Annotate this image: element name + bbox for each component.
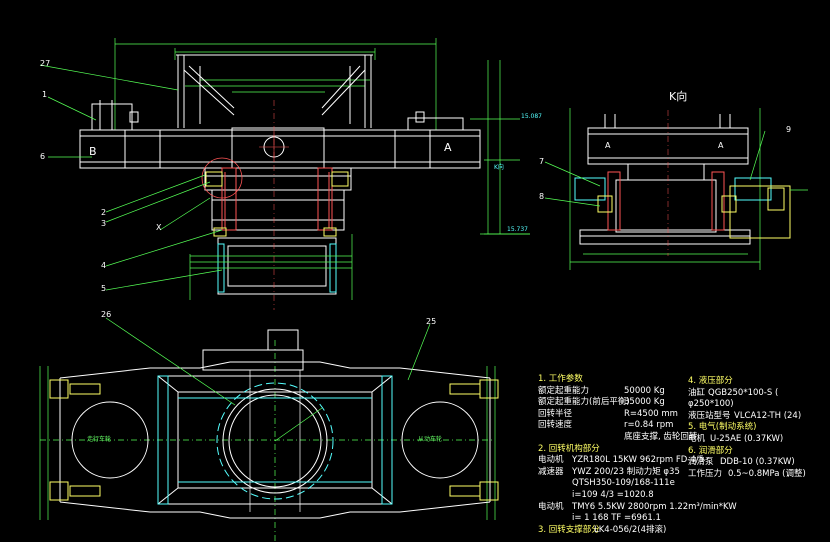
plan-view xyxy=(39,317,499,542)
side-label-a-k2: A xyxy=(718,141,724,150)
spec-key: 额定起重能力 xyxy=(538,385,590,396)
spec-row: 回转速度 r=0.84 rpm xyxy=(538,420,737,432)
spec-row: 减速器 YWZ 200/23 制动力矩 φ35 xyxy=(538,467,737,479)
spec-row: 5. 电气(制动系统) xyxy=(688,422,806,434)
spec-value: DDB-10 (0.37KW) xyxy=(720,457,795,468)
part-number-2: 2 xyxy=(101,208,107,217)
part-number-26: 26 xyxy=(101,310,112,319)
spec-key: 5. 电气(制动系统) xyxy=(688,422,757,433)
spec-value: U-25AE (0.37KW) xyxy=(710,433,784,444)
part-number-27: 27 xyxy=(40,59,51,68)
spec-value: QGB250*100-S ( xyxy=(708,387,779,398)
spec-key: 电动机 xyxy=(538,501,564,512)
spec-key: 回转速度 xyxy=(538,420,573,431)
spec-value: 35000 Kg xyxy=(624,397,665,408)
spec-key: 油缸 xyxy=(688,387,706,398)
spec-row: i= 1 168 TF =6961.1 xyxy=(538,513,737,525)
spec-key: 液压站型号 xyxy=(688,410,731,421)
k-direction-view xyxy=(544,108,808,270)
k-direction-mark: K向 xyxy=(494,164,504,171)
part-number-6: 6 xyxy=(40,152,46,161)
spec-value: φ250*100) xyxy=(688,399,734,410)
spec-row: 回转半径 R=4500 mm xyxy=(538,409,737,421)
spec-value: YWZ 200/23 制动力矩 φ35 xyxy=(572,466,680,477)
spec-row: 3. 回转支撑部分LK4-056/2(4排滚) xyxy=(538,525,737,537)
spec-value: 50000 Kg xyxy=(624,385,665,396)
spec-value: YZR180L 15KW 962rpm FD-4/5 xyxy=(572,455,705,466)
circle-label-right: 从动车轮 xyxy=(418,436,443,443)
spec-row: 电机 U-25AE (0.37KW) xyxy=(688,434,806,446)
spec-key: 回转半径 xyxy=(538,408,573,419)
k-view-title: K向 xyxy=(669,90,688,103)
part-number-25: 25 xyxy=(426,317,437,326)
spec-value: LK4-056/2(4排滚) xyxy=(594,524,667,535)
spec-value: r=0.84 rpm xyxy=(624,420,674,431)
side-label-b: B xyxy=(89,145,97,158)
spec-value: 0.5~0.8MPa (调整) xyxy=(728,468,806,479)
spec-value: VLCA12-TH (24) xyxy=(734,410,802,421)
spec-key: 6. 润滑部分 xyxy=(688,445,733,456)
elevation-top: 15.087 xyxy=(521,113,542,120)
part-number-4: 4 xyxy=(101,261,107,270)
spec-row: 2. 回转机构部分 xyxy=(538,444,737,456)
spec-row: 额定起重能力(前后平衡)35000 Kg xyxy=(538,397,737,409)
spec-row: i=109 4/3 =1020.8 xyxy=(538,490,737,502)
spec-key: 润滑泵 xyxy=(688,457,714,468)
spec-column-1: 1. 工作参数 额定起重能力 50000 Kg 额定起重能力(前后平衡)35000… xyxy=(538,374,737,536)
spec-key: 1. 工作参数 xyxy=(538,374,583,384)
spec-row: 4. 液压部分 xyxy=(688,376,806,388)
spec-value: R=4500 mm xyxy=(624,408,678,419)
spec-key: 减速器 xyxy=(538,466,564,477)
circle-label-left: 走行车轮 xyxy=(87,436,112,443)
spec-value: i= 1 168 TF =6961.1 xyxy=(572,513,661,524)
spec-key: 额定起重能力(前后平衡) xyxy=(538,397,630,408)
part-number-x: X xyxy=(156,223,162,232)
part-number-7: 7 xyxy=(539,157,545,166)
spec-value: 底座支撑, 齿轮回转 xyxy=(624,431,698,442)
spec-key: 2. 回转机构部分 xyxy=(538,443,600,454)
spec-row: 润滑泵 DDB-10 (0.37KW) xyxy=(688,457,806,469)
spec-key: 电机 xyxy=(688,433,706,444)
spec-row: 工作压力 0.5~0.8MPa (调整) xyxy=(688,469,806,481)
spec-key: 3. 回转支撑部分 xyxy=(538,524,600,535)
part-number-1: 1 xyxy=(42,90,48,99)
spec-row: 电动机 TMY6 5.5KW 2800rpm 1.22m³/min*KW xyxy=(538,502,737,514)
spec-row: 6. 润滑部分 xyxy=(688,446,806,458)
side-label-a: A xyxy=(444,141,452,154)
spec-key: 4. 液压部分 xyxy=(688,376,733,386)
spec-key: 工作压力 xyxy=(688,468,723,479)
spec-row: 底座支撑, 齿轮回转 xyxy=(538,432,737,444)
elevation-bottom: 15.737 xyxy=(507,226,528,233)
spec-row: φ250*100) xyxy=(688,399,806,411)
part-number-9: 9 xyxy=(786,125,792,134)
spec-value: TMY6 5.5KW 2800rpm 1.22m³/min*KW xyxy=(572,501,737,512)
spec-row: 电动机 YZR180L 15KW 962rpm FD-4/5 xyxy=(538,455,737,467)
spec-row: 额定起重能力 50000 Kg xyxy=(538,386,737,398)
spec-row: QTSH350-109/168-111e xyxy=(538,478,737,490)
spec-value: i=109 4/3 =1020.8 xyxy=(572,489,654,500)
part-number-5: 5 xyxy=(101,284,107,293)
spec-value: QTSH350-109/168-111e xyxy=(572,478,675,489)
part-number-8: 8 xyxy=(539,192,545,201)
part-number-3: 3 xyxy=(101,219,107,228)
side-label-a-k1: A xyxy=(605,141,611,150)
spec-row: 1. 工作参数 xyxy=(538,374,737,386)
front-elevation-view xyxy=(39,38,530,310)
spec-key: 电动机 xyxy=(538,455,564,466)
